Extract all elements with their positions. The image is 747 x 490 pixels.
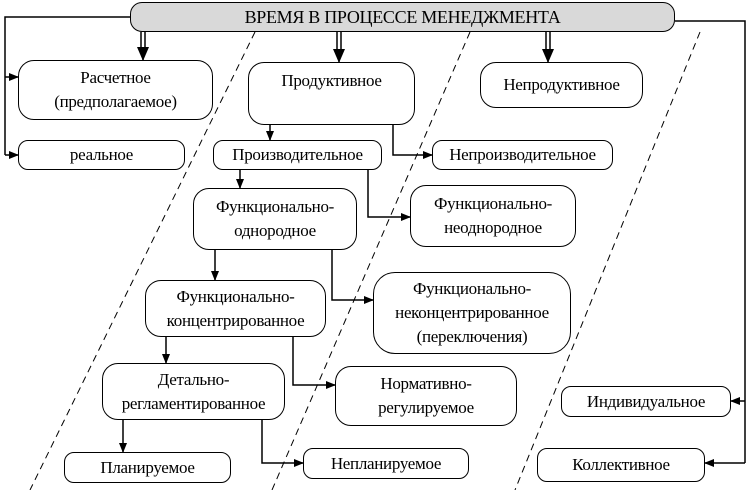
node-label: регламентированное [121, 393, 266, 413]
node-individualnoe: Индивидуальное [561, 386, 731, 417]
node-label: Нормативно- [380, 374, 472, 393]
node-label: Планируемое [100, 457, 195, 477]
node-label: Функционально- [433, 194, 553, 213]
node-produktivnoe: Продуктивное [248, 62, 415, 125]
node-label: регулируемое [378, 398, 474, 417]
node-label: концентрированное [166, 310, 305, 330]
node-label: Индивидуальное [586, 391, 706, 411]
node-realnoe: реальное [18, 140, 185, 170]
node-label: Непланируемое [330, 453, 442, 473]
node-kollektivnoe: Коллективное [537, 448, 705, 482]
node-label: Функционально- [215, 197, 335, 216]
node-label: неконцентрированное [395, 303, 549, 322]
node-neplaniruemoe: Непланируемое [303, 448, 469, 479]
node-label: Детально- [157, 369, 230, 389]
node-label: (переключения) [416, 327, 528, 346]
node-label: Непродуктивное [503, 75, 620, 94]
dashed-separators [29, 31, 701, 490]
node-normativno: Нормативно-регулируемое [335, 366, 517, 426]
node-detalno: Детально-регламентированное [102, 363, 285, 420]
node-func-nekoncentr: Функционально-неконцентрированное (перекл… [373, 272, 571, 354]
node-raschetnoe: Расчетное (предполагаемое) [18, 60, 213, 120]
node-label: однородное [234, 221, 316, 240]
node-neproduktivnoe: Непродуктивное [480, 62, 643, 108]
title-text: ВРЕМЯ В ПРОЦЕССЕ МЕНЕДЖМЕНТА [244, 7, 561, 27]
node-label: Функционально- [412, 279, 532, 298]
node-func-neodnorodnoe: Функционально-неоднородное [410, 185, 576, 247]
node-func-odnorodnoe: Функционально-однородное [193, 188, 357, 250]
node-label: Непроизводительное [449, 145, 596, 164]
node-label: Функционально- [176, 286, 295, 306]
node-label: Продуктивное [281, 71, 382, 90]
node-label: (предполагаемое) [54, 92, 177, 111]
node-label: Расчетное [80, 68, 151, 87]
node-neproizvoditelnoe: Непроизводительное [432, 140, 613, 170]
diagram-title: ВРЕМЯ В ПРОЦЕССЕ МЕНЕДЖМЕНТА [130, 2, 675, 32]
node-label: реальное [69, 145, 134, 164]
node-func-koncentr: Функционально-концентрированное [145, 280, 326, 337]
node-label: Коллективное [572, 455, 670, 474]
node-label: Производительное [232, 145, 363, 164]
node-label: неоднородное [444, 218, 542, 237]
node-proizvoditelnoe: Производительное [213, 140, 382, 170]
node-planiruemoe: Планируемое [64, 452, 231, 483]
